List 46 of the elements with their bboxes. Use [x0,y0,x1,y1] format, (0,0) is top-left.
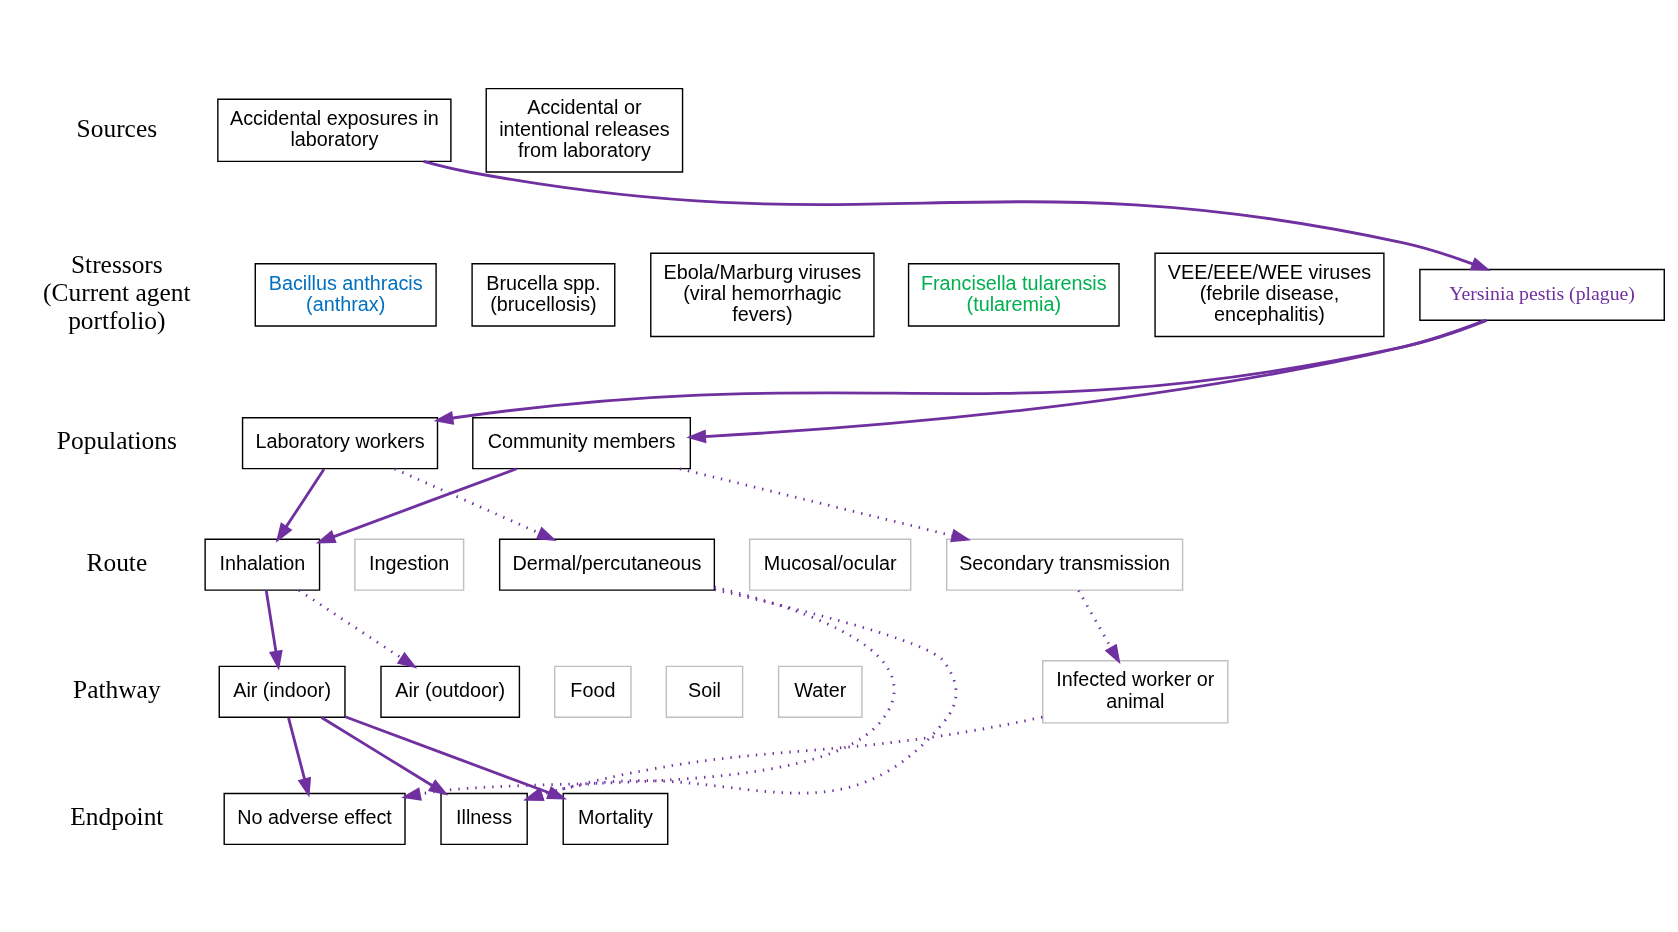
arrow [394,467,557,541]
label: Stressors (Current agent portfolio) [43,249,191,334]
arrow [287,716,312,798]
arrow [523,587,958,801]
label: Route [86,547,148,576]
arrow [344,714,568,799]
label: Pathway [73,674,161,703]
node-box: Infected worker or animal [1042,659,1229,724]
node-box: Bacillus anthracis (anthrax) [254,262,437,327]
arrow [686,318,1486,443]
node-box: Air (indoor) [218,665,346,718]
arrow [298,588,418,669]
node-box: Accidental exposures in laboratory [217,98,452,162]
node-box: Illness [440,792,528,845]
arrow [423,159,1491,271]
node-box: Brucella spp. (brucellosis) [471,262,616,327]
node-box: Mortality [562,792,669,845]
node-box: Inhalation [204,538,321,591]
node-box: Food [554,665,632,718]
node-box: Secondary transmission [946,538,1184,591]
arrow [315,466,518,543]
arrow [1077,589,1121,664]
node-box: Laboratory workers [241,416,439,469]
node-box: Francisella tularensis (tularemia) [907,262,1120,327]
arrow [523,715,1043,801]
node-box: Ebola/Marburg viruses (viral hemorrhagic fevers) [650,252,875,337]
node-box: Mucosal/ocular [748,538,912,591]
node-box: Dermal/percutaneous [498,538,716,591]
arrow [401,585,895,801]
label: Sources [76,113,158,142]
node-box: Ingestion [354,538,465,591]
node-box: No adverse effect [223,792,406,845]
node-box: Accidental or intentional releases from laboratory [485,87,684,173]
node-box: Community members [472,416,692,469]
node-box: Soil [665,665,744,718]
arrow [264,589,283,671]
node-box: Yersinia pestis (plague) [1419,268,1665,321]
arrow [275,467,326,543]
arrow [679,466,972,542]
label: Endpoint [70,801,164,830]
arrow [433,318,1488,425]
node-box: VEE/EEE/WEE viruses (febrile disease, encephalitis) [1154,252,1385,337]
arrow [320,715,449,796]
label: Populations [56,425,177,454]
node-box: Air (outdoor) [380,665,521,718]
node-box: Water [777,665,863,718]
